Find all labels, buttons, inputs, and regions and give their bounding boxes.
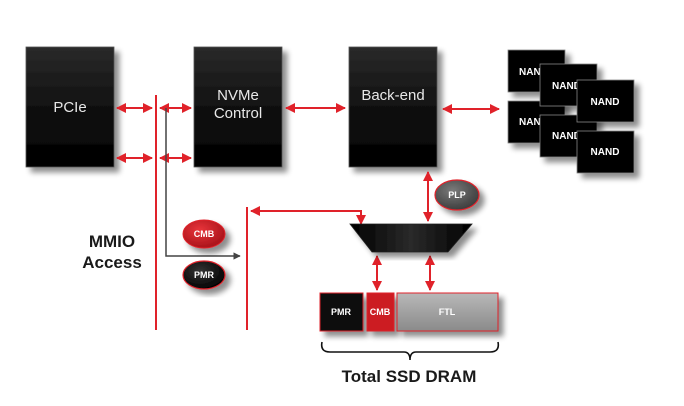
dram-segment-cmb: CMB [366,292,395,332]
svg-text:PMR: PMR [331,307,352,317]
svg-text:NAND: NAND [519,67,548,78]
dram-caption: Total SSD DRAM [342,367,477,386]
mux-bus-connector [250,206,366,225]
nvme-label-line1: NVMe [217,87,259,104]
svg-text:NAND: NAND [552,81,581,92]
connectors [116,95,500,330]
backend-block: Back-end [348,46,438,168]
svg-text:PMR: PMR [194,270,215,280]
cmb-badge: CMB [182,219,226,249]
svg-text:CMB: CMB [194,229,215,239]
nand-stack: NAND NAND NAND NAND NAND NAND [507,49,635,174]
dram-segment-pmr: PMR [319,292,364,332]
svg-text:FTL: FTL [439,307,456,317]
svg-text:NAND: NAND [591,97,620,108]
nand-chip: NAND [576,79,635,123]
dram-segment-ftl: FTL [396,292,499,332]
pcie-label: PCIe [53,99,86,116]
mmio-label-line1: MMIO [89,232,135,251]
svg-text:CMB: CMB [370,307,391,317]
pcie-block: PCIe [25,46,115,168]
mmio-path [165,108,241,260]
svg-text:PLP: PLP [448,190,466,200]
svg-text:NAND: NAND [519,117,548,128]
nvme-label-line2: Control [214,105,262,122]
dram-brace [320,341,500,361]
backend-label: Back-end [361,87,424,104]
memory-mux [349,223,473,253]
plp-badge: PLP [434,179,480,211]
svg-text:NAND: NAND [591,147,620,158]
svg-text:NAND: NAND [552,131,581,142]
nand-chip: NAND [576,130,635,174]
dram-bar: PMR CMB FTL [319,292,499,332]
pmr-badge: PMR [182,260,226,290]
nvme-control-block: NVMe Control [193,46,283,168]
mmio-label-line2: Access [82,253,142,272]
